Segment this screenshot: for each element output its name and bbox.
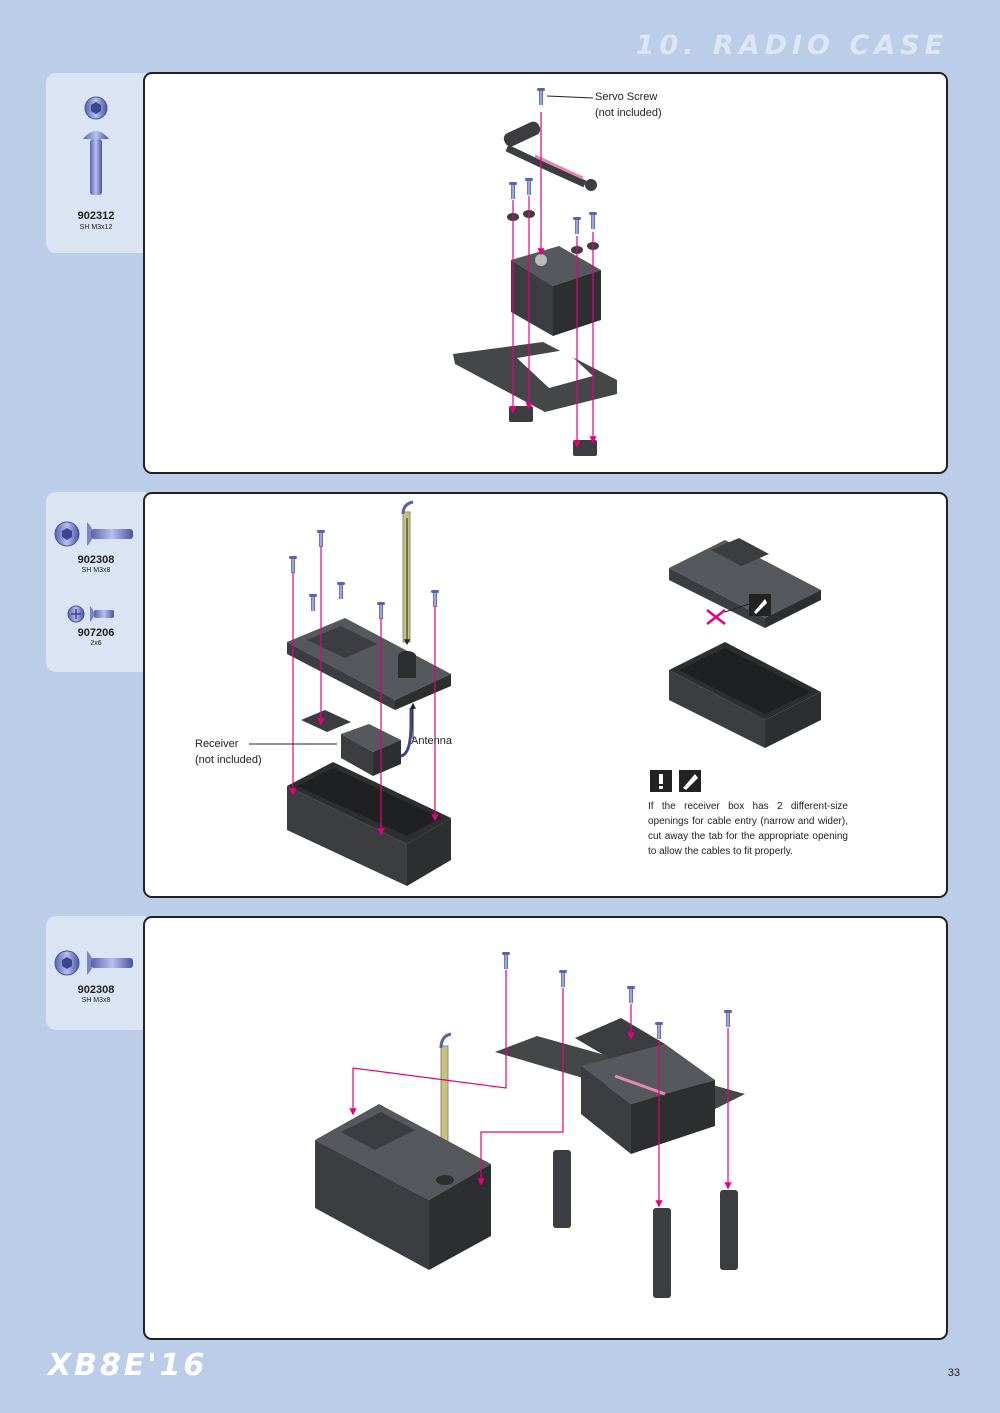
servo-assembly-illustration [453,88,617,456]
button-head-screw-icon [54,950,133,976]
part-code: 902308 [77,984,115,996]
receiver-note: (not included) [195,754,262,766]
page-number: 33 [947,1367,960,1379]
part-code: 902308 [77,554,115,566]
parts-card-step-2: 902308 SH M3x8 907206 2x6 [46,492,146,672]
receiver-box-illustration [249,500,821,886]
product-logo: XB8E'16 [48,1348,208,1383]
receiver-label: Receiver [195,738,239,750]
parts-card-step-1: 902312 SH M3x12 [46,73,146,253]
step-2-panel: Receiver (not included) Antenna If the r… [143,492,948,898]
part-desc: SH M3x8 [81,567,111,574]
button-head-screw-icon [54,521,133,547]
part-code: 907206 [77,627,115,639]
phillips-screw-icon [67,605,114,623]
parts-card-step-3: 902308 SH M3x8 [46,916,146,1030]
step-3-panel [143,916,948,1340]
step-1-panel: Servo Screw (not included) [143,72,948,474]
button-head-screw-icon [83,96,109,195]
part-desc: SH M3x8 [81,997,111,1004]
servo-screw-label: Servo Screw [595,91,658,103]
part-code: 902312 [77,210,115,222]
final-assembly-illustration [315,952,745,1298]
section-title: 10. RADIO CASE [635,30,948,61]
antenna-label: Antenna [411,735,452,747]
part-desc: SH M3x12 [79,224,113,231]
cable-entry-note: If the receiver box has 2 different-size… [648,801,848,857]
servo-screw-note: (not included) [595,107,662,119]
part-desc: 2x6 [90,640,102,647]
